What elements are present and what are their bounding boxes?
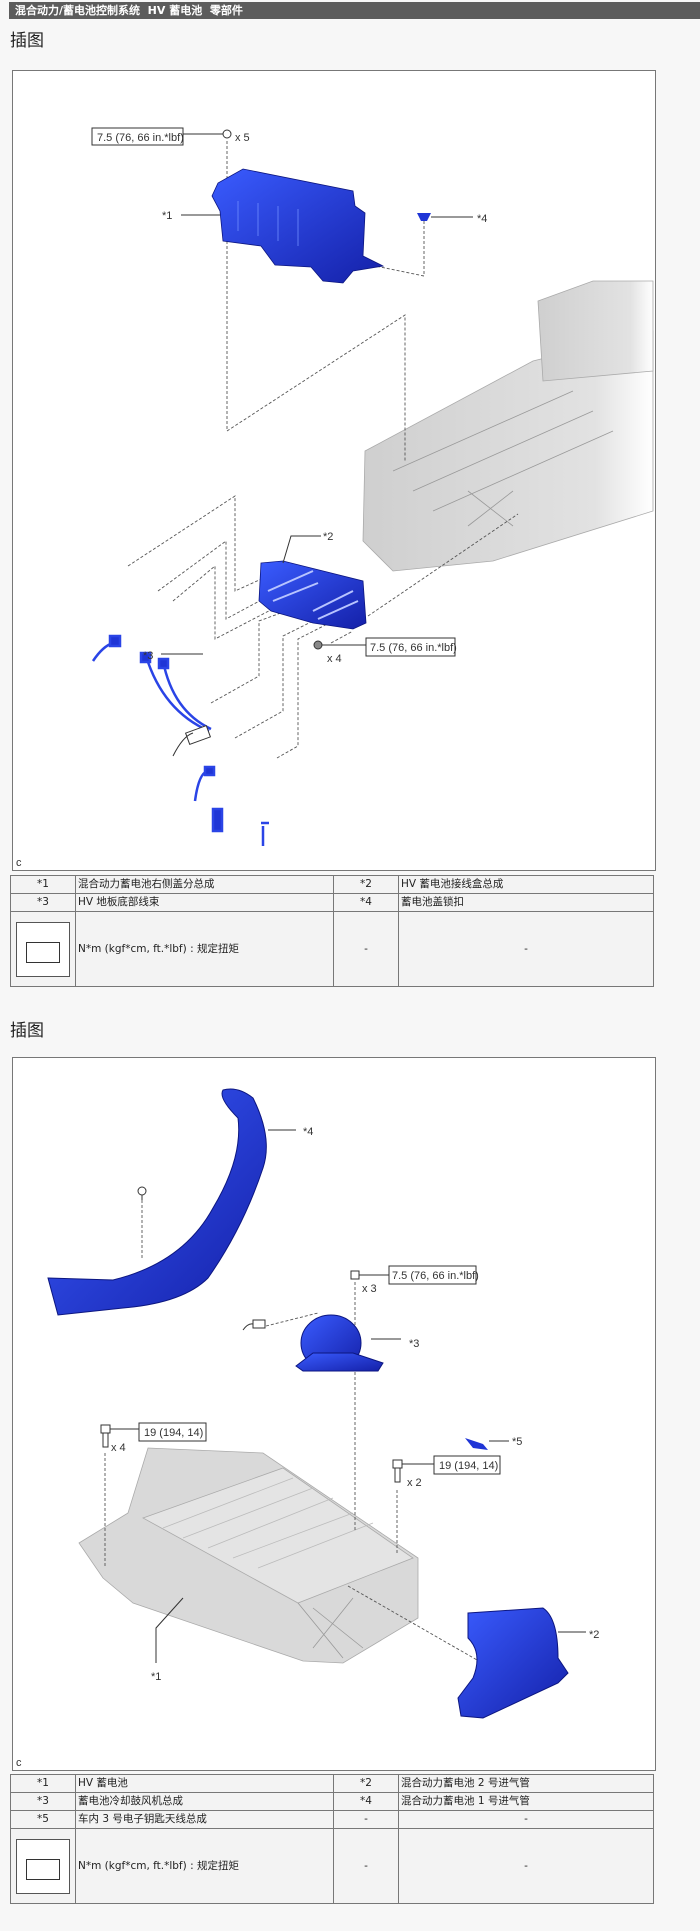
- torque-symbol-icon: [10, 911, 76, 987]
- callout-5: *5: [512, 1436, 522, 1448]
- torque-note: N*m (kgf*cm, ft.*lbf) : 规定扭矩: [75, 1828, 334, 1904]
- blower-part: [295, 1314, 384, 1372]
- leader-lines: [161, 214, 473, 655]
- legend-table-2: *1 HV 蓄电池 *2 混合动力蓄电池 2 号进气管 *3 蓄电池冷却鼓风机总…: [10, 1774, 654, 1904]
- table-row: *5 车内 3 号电子钥匙天线总成 - -: [10, 1810, 654, 1829]
- section-title: 插图: [10, 1021, 44, 1041]
- corner-mark: c: [16, 1757, 22, 1769]
- callout-2: *2: [589, 1629, 599, 1641]
- empty-cell: -: [398, 1810, 654, 1829]
- part-name: HV 蓄电池接线盒总成: [398, 875, 654, 894]
- leader-lines: [110, 1129, 586, 1663]
- part-id: *2: [333, 875, 399, 894]
- table-row: *3 HV 地板底部线束 *4 蓄电池盖锁扣: [10, 893, 654, 912]
- callout-2: *2: [323, 531, 333, 543]
- hv-battery-part: [78, 1447, 419, 1664]
- hv-battery-body: [362, 280, 654, 572]
- quantity-label: x 4: [327, 653, 342, 665]
- callout-4: *4: [477, 213, 487, 225]
- assembly-lines: [104, 1200, 492, 1669]
- part-name: HV 蓄电池: [75, 1774, 334, 1793]
- empty-cell: -: [333, 911, 399, 987]
- quantity-label: x 2: [407, 1477, 422, 1489]
- quantity-label: x 3: [362, 1283, 377, 1295]
- illustration-2: 7.5 (76, 66 in.*lbf) x 3 19 (194, 14) x …: [12, 1057, 656, 1771]
- nut-icon: [350, 1270, 360, 1280]
- table-row: N*m (kgf*cm, ft.*lbf) : 规定扭矩 - -: [10, 1828, 654, 1904]
- torque-callout-2: [322, 637, 456, 657]
- empty-cell: -: [333, 1828, 399, 1904]
- junction-box-part: [258, 560, 367, 630]
- section-title: 插图: [10, 31, 44, 51]
- part-id: *1: [10, 875, 76, 894]
- cover-lock-part: [417, 213, 431, 221]
- torque-value: 7.5 (76, 66 in.*lbf): [97, 132, 184, 144]
- nut-icon: [222, 129, 323, 650]
- callout-1: *1: [151, 1671, 161, 1683]
- part-id: *4: [333, 1792, 399, 1811]
- connector: [242, 1319, 266, 1331]
- callout-4: *4: [303, 1126, 313, 1138]
- part-name: 混合动力蓄电池 1 号进气管: [398, 1792, 654, 1811]
- intake-duct-1-part: [47, 1088, 267, 1316]
- callout-1: *1: [162, 210, 172, 222]
- empty-cell: -: [398, 911, 654, 987]
- assembly-lines: [127, 141, 519, 759]
- part-id: *3: [10, 1792, 76, 1811]
- part-id: *5: [10, 1810, 76, 1829]
- torque-callout-1: [91, 127, 223, 146]
- torque-callouts: [138, 1265, 501, 1475]
- table-row: *3 蓄电池冷却鼓风机总成 *4 混合动力蓄电池 1 号进气管: [10, 1792, 654, 1811]
- torque-symbol-icon: [10, 1828, 76, 1904]
- torque-value: 19 (194, 14): [144, 1427, 203, 1439]
- torque-value: 7.5 (76, 66 in.*lbf): [370, 642, 457, 654]
- part-name: 蓄电池盖锁扣: [398, 893, 654, 912]
- empty-cell: -: [333, 1810, 399, 1829]
- part-name: 混合动力蓄电池右侧盖分总成: [75, 875, 334, 894]
- table-row: *1 混合动力蓄电池右侧盖分总成 *2 HV 蓄电池接线盒总成: [10, 875, 654, 894]
- callout-3: *3: [143, 650, 153, 662]
- torque-value: 7.5 (76, 66 in.*lbf): [392, 1270, 479, 1282]
- intake-duct-2-part: [457, 1607, 569, 1719]
- clip-icon: [137, 1186, 147, 1200]
- breadcrumb: 混合动力/蓄电池控制系统 HV 蓄电池 零部件: [9, 2, 700, 19]
- torque-note: N*m (kgf*cm, ft.*lbf) : 规定扭矩: [75, 911, 334, 987]
- antenna-part: [465, 1438, 488, 1450]
- part-id: *3: [10, 893, 76, 912]
- empty-cell: -: [398, 1828, 654, 1904]
- part-id: *2: [333, 1774, 399, 1793]
- quantity-label: x 5: [235, 132, 250, 144]
- table-row: *1 HV 蓄电池 *2 混合动力蓄电池 2 号进气管: [10, 1774, 654, 1793]
- legend-table-1: *1 混合动力蓄电池右侧盖分总成 *2 HV 蓄电池接线盒总成 *3 HV 地板…: [10, 875, 654, 987]
- quantity-label: x 4: [111, 1442, 126, 1454]
- floor-wire-harness-part: [91, 634, 269, 846]
- part-name: 车内 3 号电子钥匙天线总成: [75, 1810, 334, 1829]
- part-name: 蓄电池冷却鼓风机总成: [75, 1792, 334, 1811]
- part-name: HV 地板底部线束: [75, 893, 334, 912]
- torque-value: 19 (194, 14): [439, 1460, 498, 1472]
- right-side-cover-part: [211, 168, 385, 284]
- illustration-1: 7.5 (76, 66 in.*lbf) x 5 7.5 (76, 66 in.…: [12, 70, 656, 871]
- table-row: N*m (kgf*cm, ft.*lbf) : 规定扭矩 - -: [10, 911, 654, 987]
- corner-mark: c: [16, 857, 22, 869]
- part-id: *1: [10, 1774, 76, 1793]
- callout-3: *3: [409, 1338, 419, 1350]
- part-id: *4: [333, 893, 399, 912]
- part-name: 混合动力蓄电池 2 号进气管: [398, 1774, 654, 1793]
